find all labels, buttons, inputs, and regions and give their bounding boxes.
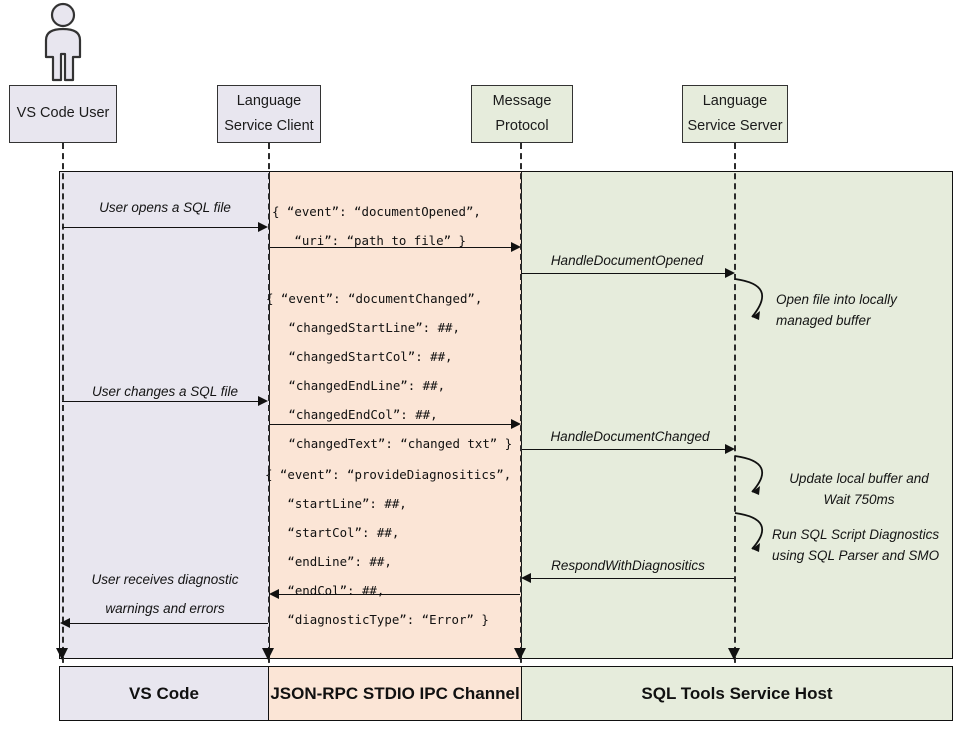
payload-document-changed-line5: “changedEndCol”: ##,: [266, 406, 438, 422]
payload-provide-diagnostics-line5: “endCol”: ##,: [265, 582, 385, 598]
self-loop-update-buffer: [734, 455, 763, 495]
payload-provide-diagnostics-line3: “startCol”: ##,: [265, 524, 400, 540]
payload-document-changed: { “event”: “documentChanged”, “changedSt…: [266, 285, 512, 458]
actor-figure-icon: [44, 2, 82, 82]
footer-label-vs-code: VS Code: [129, 683, 199, 703]
lifeline-box-language-service-client[interactable]: Language Service Client: [217, 85, 321, 143]
arrowhead-respond-with-diagnostics: [521, 573, 531, 583]
arrowhead-user-receives: [60, 618, 70, 628]
note-open-file: Open file into locally managed buffer: [776, 289, 897, 332]
lifeline-label-message-protocol-line2: Protocol: [495, 118, 549, 134]
arrow-respond-with-diagnostics: [531, 578, 734, 579]
band-ipc-channel: [269, 171, 521, 659]
terminator-arrowhead-server: [728, 648, 740, 660]
self-loop-run-diagnostics: [734, 512, 763, 552]
message-label-handle-document-opened: HandleDocumentOpened: [550, 253, 704, 268]
payload-document-opened-line1: { “event”: “documentOpened”,: [272, 204, 481, 219]
lifeline-box-message-protocol[interactable]: Message Protocol: [471, 85, 573, 143]
arrow-user-opens: [62, 227, 262, 228]
terminator-arrowheads: [56, 648, 740, 660]
payload-provide-diagnostics: { “event”: “provideDiagnositics”, “start…: [265, 461, 511, 634]
arrowhead-handle-document-opened: [725, 268, 735, 278]
lifeline-label-language-service-server-line1: Language: [702, 92, 768, 109]
payload-document-opened: { “event”: “documentOpened”, “uri”: “pat…: [272, 198, 481, 256]
message-label-user-receives-line1: User receives diagnostic: [91, 572, 239, 587]
message-label-user-receives-line2: warnings and errors: [105, 601, 225, 616]
note-update-buffer-line1: Update local buffer and: [789, 471, 929, 486]
lifeline-box-language-service-server[interactable]: Language Service Server: [682, 85, 788, 143]
arrow-client-to-protocol-opened: [270, 247, 514, 248]
payload-document-changed-line3: “changedStartCol”: ##,: [266, 348, 453, 364]
payload-document-changed-line6: “changedText”: “changed txt” }: [266, 435, 513, 451]
note-update-buffer-line2: Wait 750ms: [823, 492, 895, 508]
arrow-handle-document-opened: [522, 273, 728, 274]
arrowhead-user-changes: [258, 396, 268, 406]
payload-document-changed-line1: { “event”: “documentChanged”,: [266, 291, 483, 306]
payload-document-opened-line2: “uri”: “path_to_file” }: [272, 232, 466, 248]
lifeline-message-protocol: [520, 143, 522, 673]
arrow-user-receives: [70, 623, 268, 624]
band-vs-code: [59, 171, 269, 659]
payload-document-changed-line4: “changedEndLine”: ##,: [266, 377, 446, 393]
arrowhead-user-opens: [258, 222, 268, 232]
payload-provide-diagnostics-line6: “diagnosticType”: “Error” }: [265, 611, 489, 627]
terminator-arrowhead-client: [262, 648, 274, 660]
message-label-handle-document-changed: HandleDocumentChanged: [550, 429, 710, 444]
lifeline-label-language-service-client-line1: Language: [236, 92, 302, 109]
lifeline-label-vs-code-user: VS Code User: [16, 105, 110, 122]
note-run-diagnostics: Run SQL Script Diagnostics using SQL Par…: [772, 524, 939, 567]
payload-provide-diagnostics-line2: “startLine”: ##,: [265, 495, 407, 511]
footer-label-ipc-channel: JSON-RPC STDIO IPC Channel: [270, 683, 520, 703]
lifeline-vs-code-user: [62, 143, 64, 673]
note-run-diagnostics-line1: Run SQL Script Diagnostics: [772, 527, 940, 542]
payload-provide-diagnostics-line4: “endLine”: ##,: [265, 553, 392, 569]
terminator-arrowhead-protocol: [514, 648, 526, 660]
arrowhead-protocol-to-client-diagnostics: [269, 589, 279, 599]
lifeline-box-vs-code-user[interactable]: VS Code User: [9, 85, 117, 143]
lifeline-language-service-client: [268, 143, 270, 673]
arrowhead-client-to-protocol-opened: [511, 242, 521, 252]
lifeline-label-message-protocol-line1: Message: [492, 92, 552, 109]
lifeline-label-language-service-client-line2: Service Client: [224, 118, 314, 134]
self-loop-open-file: [734, 278, 763, 320]
message-label-user-opens: User opens a SQL file: [99, 200, 231, 215]
note-update-buffer: Update local buffer and Wait 750ms: [770, 468, 948, 511]
footer-vs-code[interactable]: VS Code: [59, 666, 269, 721]
note-open-file-line2: managed buffer: [776, 313, 871, 329]
footer-ipc-channel[interactable]: JSON-RPC STDIO IPC Channel: [269, 666, 521, 721]
note-open-file-line1: Open file into locally: [776, 292, 897, 307]
message-label-respond-with-diagnostics: RespondWithDiagnositics: [551, 558, 705, 573]
footer-label-sql-tools-service-host: SQL Tools Service Host: [641, 683, 833, 703]
arrow-user-changes: [62, 401, 262, 402]
band-sql-tools-service-host: [521, 171, 953, 659]
arrowhead-client-to-protocol-changed: [511, 419, 521, 429]
lifeline-language-service-server: [734, 143, 736, 673]
lifeline-label-language-service-server-line2: Service Server: [687, 118, 783, 134]
note-run-diagnostics-line2: using SQL Parser and SMO: [772, 548, 940, 564]
vs-code-user-actor: [32, 2, 94, 89]
terminator-arrowhead-user: [56, 648, 68, 660]
payload-document-changed-line2: “changedStartLine”: ##,: [266, 319, 460, 335]
message-label-user-changes: User changes a SQL file: [91, 384, 239, 399]
arrowhead-handle-document-changed: [725, 444, 735, 454]
payload-provide-diagnostics-line1: { “event”: “provideDiagnositics”,: [265, 467, 512, 482]
arrow-client-to-protocol-changed: [270, 424, 514, 425]
arrow-protocol-to-client-diagnostics: [279, 594, 520, 595]
footer-sql-tools-service-host[interactable]: SQL Tools Service Host: [521, 666, 953, 721]
arrow-handle-document-changed: [522, 449, 728, 450]
